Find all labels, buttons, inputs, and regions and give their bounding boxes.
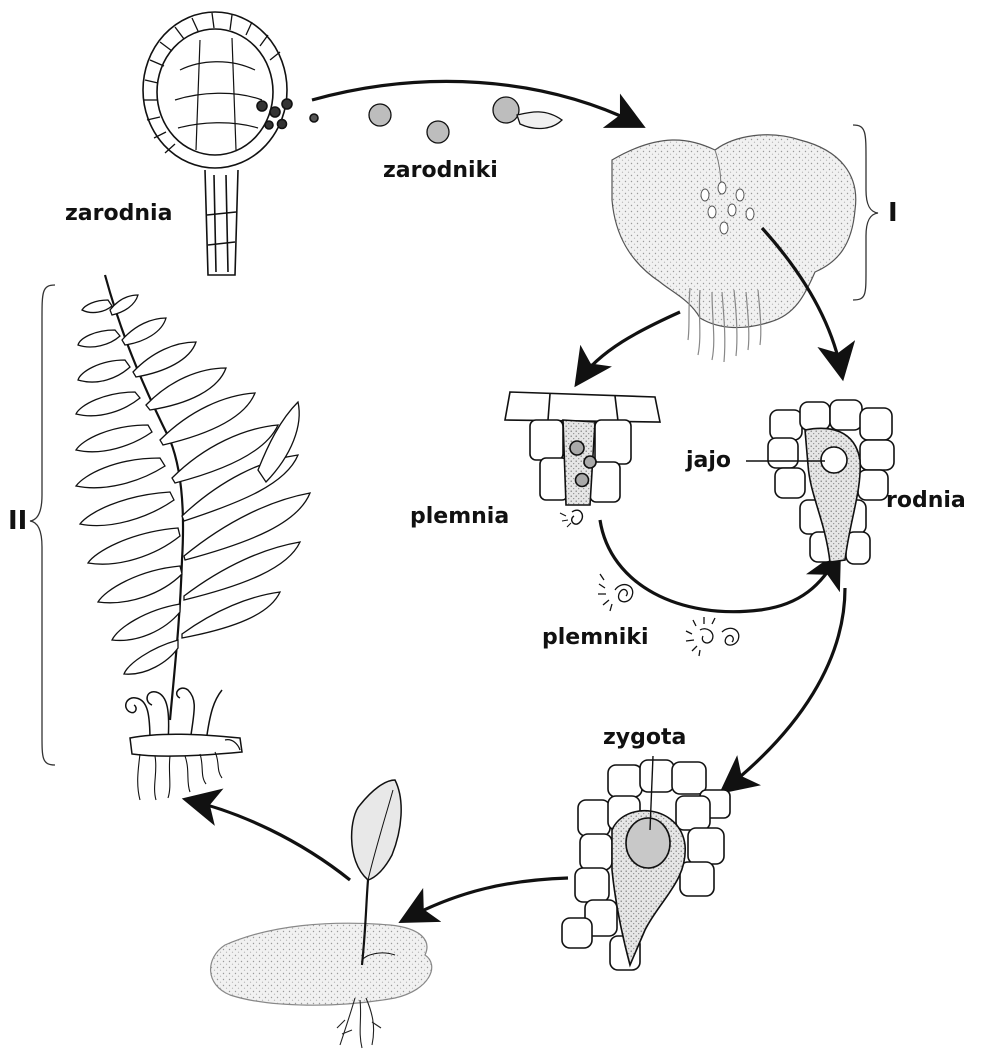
arrow-zygote-to-young-sporophyte — [404, 878, 568, 920]
label-plemnia: plemnia — [410, 506, 509, 528]
young-sporophyte-illustration — [211, 780, 432, 1048]
label-rodnia: rodnia — [886, 490, 966, 512]
arrow-archegonium-to-zygote — [724, 588, 845, 790]
brace-gametophyte — [853, 125, 878, 300]
label-zarodniki: zarodniki — [383, 160, 498, 182]
arrow-spores-to-prothallus — [312, 81, 640, 125]
label-zygota: zygota — [603, 727, 686, 749]
phase-label-gametophyte: I — [888, 200, 898, 226]
arrow-young-to-mature-fern — [188, 800, 350, 880]
arrow-prothallus-to-antheridium — [578, 312, 680, 382]
archegonium-illustration — [768, 400, 894, 564]
phase-label-sporophyte: II — [8, 508, 27, 534]
arrow-sperm-to-archegonium — [600, 520, 838, 612]
mature-fern-illustration — [76, 275, 310, 800]
sporangium-illustration — [143, 12, 318, 275]
brace-sporophyte — [30, 285, 55, 765]
zygote-illustration — [562, 760, 730, 970]
antheridium-illustration — [505, 392, 660, 527]
spores-illustration — [369, 97, 562, 143]
label-zarodnia: zarodnia — [65, 203, 172, 225]
label-plemniki: plemniki — [542, 627, 649, 649]
label-jajo: jajo — [686, 450, 731, 472]
